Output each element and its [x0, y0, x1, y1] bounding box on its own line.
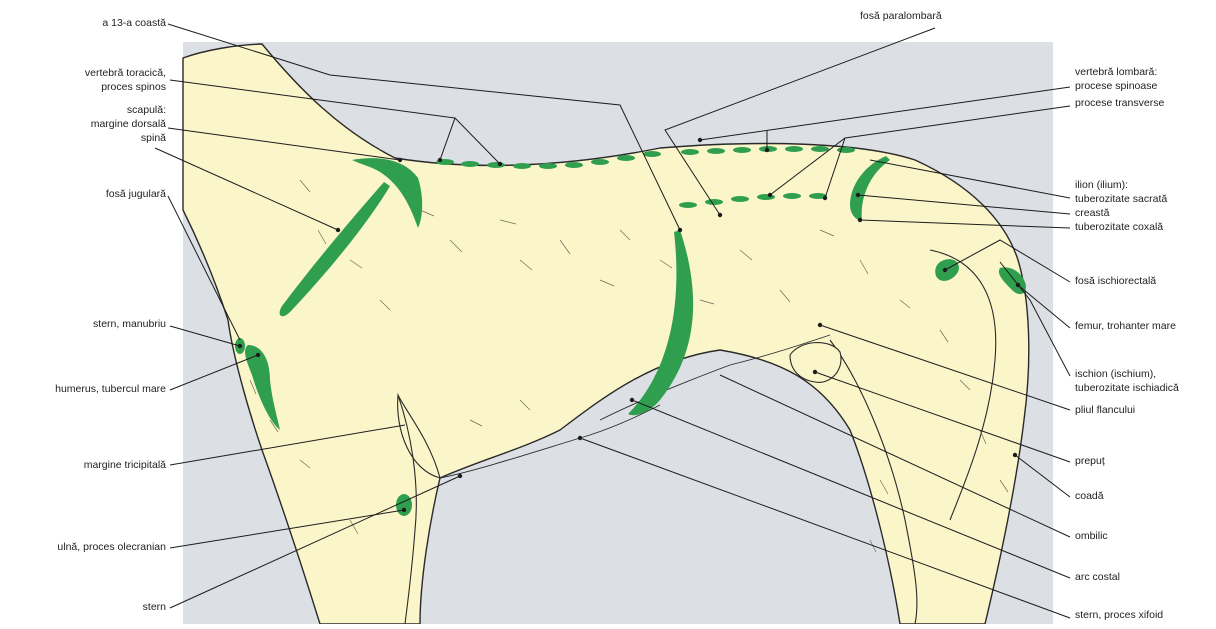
label-ilion-4: tuberozitate coxală [1075, 221, 1163, 234]
label-ilion-3: creastă [1075, 207, 1109, 220]
label-fosa-paralombara: fosă paralombară [860, 10, 942, 23]
label-fosa-ischiorectala: fosă ischiorectală [1075, 275, 1156, 288]
label-coasta-13: a 13-a coastă [102, 17, 166, 30]
label-ischion-2: tuberozitate ischiadică [1075, 382, 1179, 395]
label-vertebra-toracica-1: vertebră toracică, [85, 67, 166, 80]
label-stern-xifoid: stern, proces xifoid [1075, 609, 1163, 622]
label-stern-manubriu: stern, manubriu [93, 318, 166, 331]
label-ulna: ulnă, proces olecranian [57, 541, 166, 554]
label-femur: femur, trohanter mare [1075, 320, 1176, 333]
label-scapula-1: scapulă: [127, 104, 166, 117]
label-humerus: humerus, tubercul mare [55, 383, 166, 396]
label-margine-tricipitala: margine tricipitală [84, 459, 166, 472]
label-scapula-3: spină [141, 132, 166, 145]
label-arc-costal: arc costal [1075, 571, 1120, 584]
label-pliul-flancului: pliul flancului [1075, 404, 1135, 417]
olecranon-mark [396, 494, 412, 516]
label-stern: stern [143, 601, 166, 614]
label-vertebra-lombara-2: procese spinoase [1075, 80, 1157, 93]
label-coada: coadă [1075, 490, 1104, 503]
label-scapula-2: margine dorsală [91, 118, 166, 131]
label-ombilic: ombilic [1075, 530, 1108, 543]
label-vertebra-lombara-3: procese transverse [1075, 97, 1164, 110]
label-ischion-1: ischion (ischium), [1075, 368, 1156, 381]
label-prepus: prepuț [1075, 455, 1105, 468]
label-ilion-1: ilion (ilium): [1075, 179, 1128, 192]
label-fosa-jugulara: fosă jugulară [106, 188, 166, 201]
label-vertebra-lombara-1: vertebră lombară: [1075, 66, 1157, 79]
label-vertebra-toracica-2: proces spinos [101, 81, 166, 94]
label-ilion-2: tuberozitate sacrată [1075, 193, 1167, 206]
